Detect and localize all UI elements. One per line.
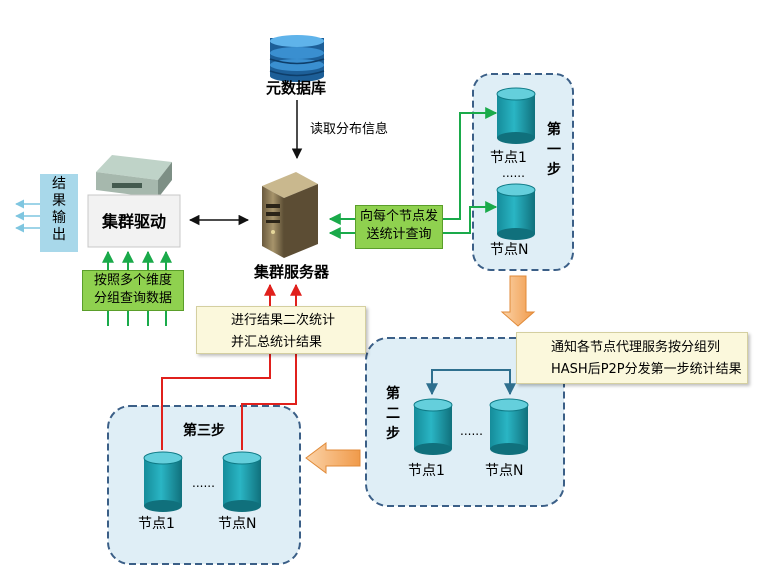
group-query-line: 分组查询数据 (93, 291, 172, 306)
result-output-char: 输 (52, 210, 66, 226)
notify-distribution-line: 通知各节点代理服务按分组列 (551, 340, 721, 355)
result-output-char: 出 (52, 227, 66, 243)
result-output-char: 果 (52, 193, 66, 209)
cluster-server-label: 集群服务器 (254, 263, 330, 281)
step1-nodeN-cylinder (496, 183, 536, 240)
step1-dots: ...... (502, 166, 525, 180)
group-query-line: 按照多个维度 (93, 273, 172, 288)
step1-title-char: 第 (547, 122, 561, 138)
cluster-driver-box (87, 194, 181, 248)
metadata-db-label: 元数据库 (266, 79, 327, 97)
secondary-stats-note: 进行结果二次统计 并汇总统计结果 (196, 306, 366, 354)
step1-to-step2-arrow (500, 275, 536, 327)
step3-nodeN-label: 节点N (218, 516, 257, 532)
send-query-line: 向每个节点发 (359, 209, 438, 224)
secondary-stats-line: 进行结果二次统计 (231, 313, 336, 328)
step3-node1-cylinder (143, 451, 183, 512)
step1-title: 第 一 步 (545, 120, 563, 180)
step2-node1-cylinder (413, 398, 453, 455)
step1-node1-cylinder (496, 87, 536, 144)
step3-panel (107, 405, 301, 565)
secondary-stats-line: 并汇总统计结果 (231, 335, 323, 350)
send-query-box: 向每个节点发 送统计查询 (355, 205, 443, 249)
result-output-box: 结 果 输 出 (40, 174, 78, 252)
step2-node1-label: 节点1 (408, 463, 445, 479)
dispatch-lines (328, 107, 498, 239)
database-icon (269, 35, 325, 82)
step1-title-char: 一 (547, 142, 561, 158)
step2-title-char: 二 (386, 406, 400, 422)
step3-title: 第三步 (183, 423, 225, 439)
step2-dots: ...... (460, 424, 483, 438)
server-icon (262, 172, 318, 258)
step1-nodeN-label: 节点N (490, 242, 529, 258)
send-query-line: 送统计查询 (366, 227, 432, 242)
notify-distribution-note: 通知各节点代理服务按分组列 HASH后P2P分发第一步统计结果 (516, 332, 748, 384)
notify-distribution-line: HASH后P2P分发第一步统计结果 (551, 362, 742, 377)
group-query-box: 按照多个维度 分组查询数据 (82, 270, 184, 311)
step2-nodeN-label: 节点N (485, 463, 524, 479)
output-arrows (15, 199, 40, 233)
cluster-driver-label: 集群驱动 (102, 212, 167, 231)
read-distribution-label: 读取分布信息 (310, 122, 389, 137)
step3-nodeN-cylinder (222, 451, 262, 512)
step2-nodeN-cylinder (489, 398, 529, 455)
step3-dots: ...... (192, 476, 215, 490)
step1-title-char: 步 (547, 162, 561, 178)
step3-node1-label: 节点1 (138, 516, 175, 532)
step2-title: 第 二 步 (384, 384, 402, 444)
step2-title-char: 步 (386, 426, 400, 442)
step2-panel (365, 337, 565, 507)
step2-to-step3-arrow (305, 442, 361, 474)
step1-node1-label: 节点1 (490, 150, 527, 166)
step2-exchange-arrows (426, 369, 516, 396)
result-output-char: 结 (52, 176, 66, 192)
cluster-driver-device-icon (96, 155, 172, 198)
step2-title-char: 第 (386, 386, 400, 402)
